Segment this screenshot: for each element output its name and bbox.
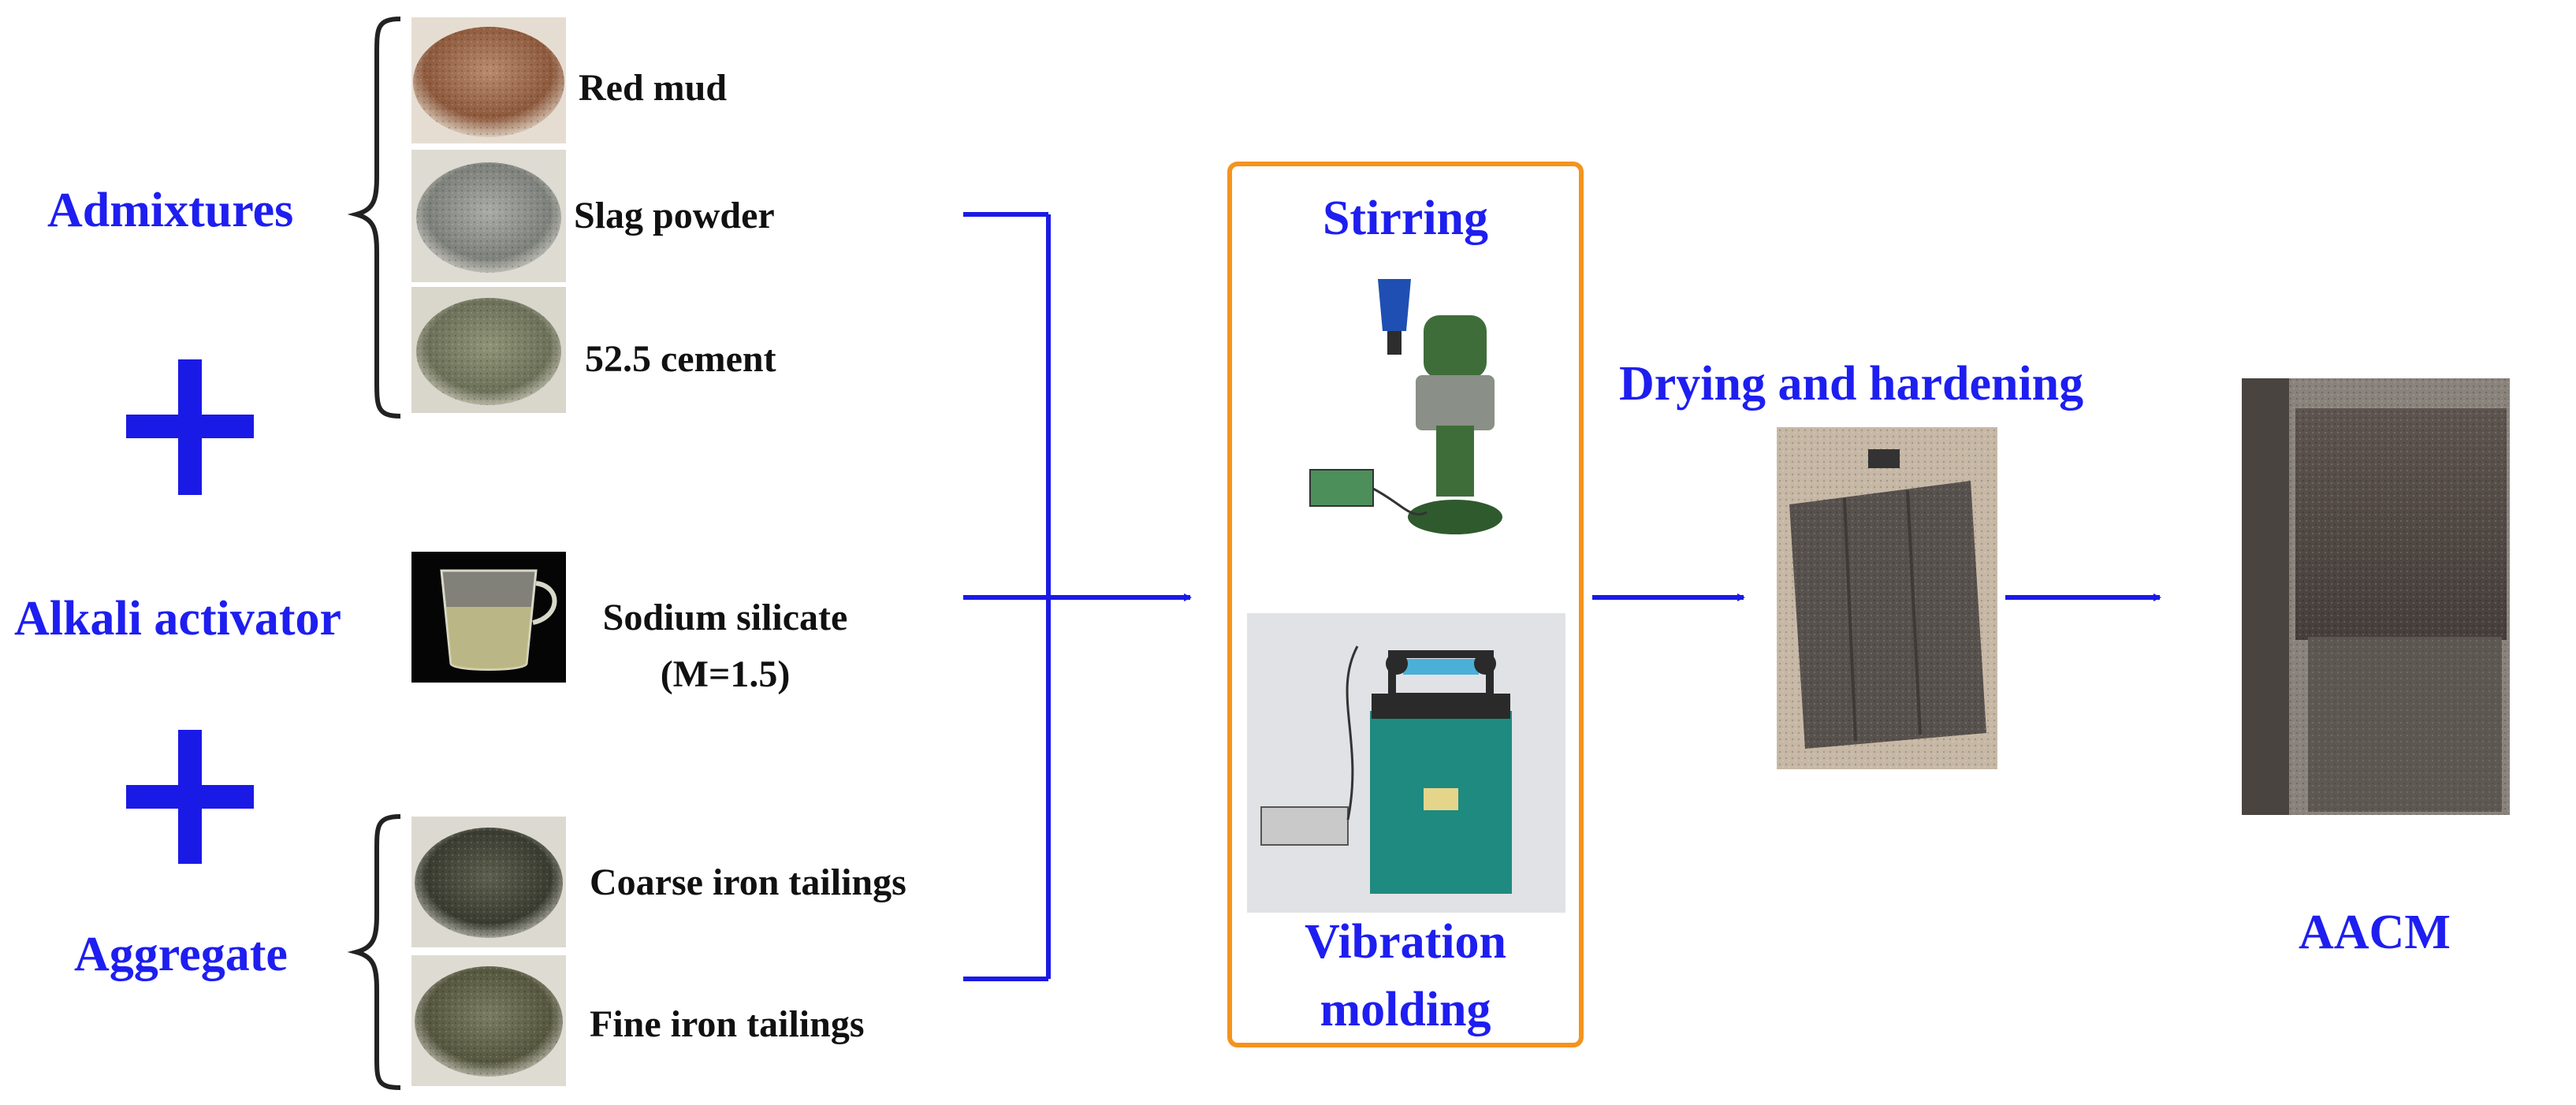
fine-iron-tailings-label: Fine iron tailings <box>590 1003 865 1045</box>
sodium-silicate-beaker-image <box>411 552 566 683</box>
aacm-label: AACM <box>2299 906 2451 959</box>
slag-powder-label: Slag powder <box>574 195 775 236</box>
molding-label: molding <box>1320 983 1491 1036</box>
admixtures-curly-brace-icon <box>347 17 401 419</box>
sodium-silicate-modulus-label: (M=1.5) <box>660 653 791 695</box>
aacm-cube-image <box>2242 378 2510 815</box>
coarse-iron-tailings-label: Coarse iron tailings <box>590 861 906 903</box>
drying-mold-image <box>1777 427 1997 769</box>
alkali-activator-label: Alkali activator <box>14 592 341 646</box>
admixtures-label: Admixtures <box>47 184 294 237</box>
fine-iron-tailings-sample-image <box>411 955 566 1086</box>
plus-icon-2 <box>126 730 254 864</box>
cement-label: 52.5 cement <box>585 338 776 380</box>
aggregate-curly-brace-icon <box>347 814 401 1090</box>
process-box <box>1227 162 1584 1047</box>
vibration-table-image <box>1247 613 1565 913</box>
sodium-silicate-label: Sodium silicate <box>602 597 848 638</box>
slag-powder-sample-image <box>411 150 566 282</box>
stirring-mixer-image <box>1293 273 1521 541</box>
stirring-label: Stirring <box>1322 192 1489 245</box>
aggregate-label: Aggregate <box>74 928 288 981</box>
red-mud-sample-image <box>411 17 566 143</box>
plus-icon-1 <box>126 359 254 495</box>
vibration-label: Vibration <box>1304 915 1507 969</box>
drying-hardening-label: Drying and hardening <box>1619 357 2084 411</box>
red-mud-label: Red mud <box>579 67 728 109</box>
cement-sample-image <box>411 287 566 413</box>
coarse-iron-tailings-sample-image <box>411 817 566 947</box>
